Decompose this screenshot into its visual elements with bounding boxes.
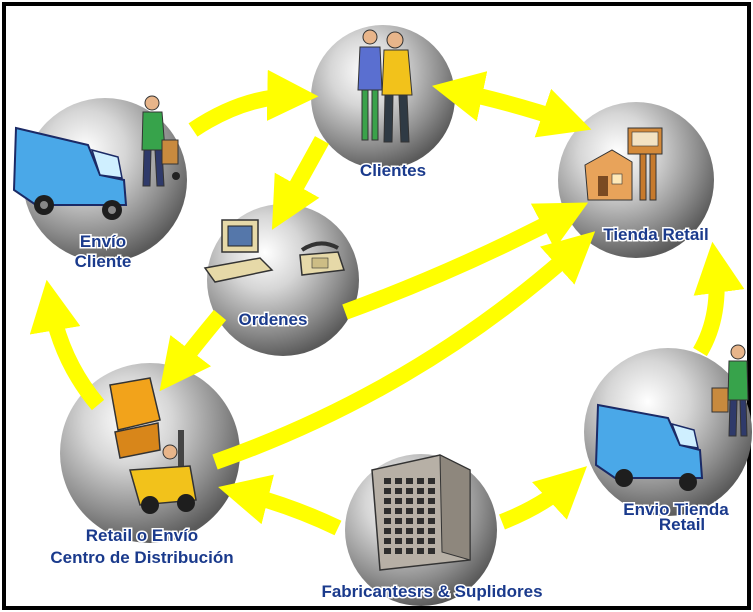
arrow-clientes-ordenes xyxy=(271,136,330,230)
building-window xyxy=(395,548,402,554)
computer-phone-icon xyxy=(203,219,346,283)
delivery-truck-icon xyxy=(12,126,128,220)
sphere-clientes xyxy=(311,25,455,169)
building-window xyxy=(384,498,391,504)
building-window xyxy=(417,478,424,484)
building-window xyxy=(384,528,391,534)
building-window xyxy=(384,508,391,514)
building-window xyxy=(384,488,391,494)
label-fabricantes: Fabricantesrs & Suplidores xyxy=(321,582,542,601)
building-window xyxy=(406,518,413,524)
building-window xyxy=(428,488,435,494)
arrow-clientes-tienda xyxy=(431,71,592,138)
arrow-centro-tienda xyxy=(212,231,596,470)
arrow-fabricantes-envio-tienda xyxy=(499,466,588,530)
building-window xyxy=(428,478,435,484)
building-window xyxy=(417,498,424,504)
building-window xyxy=(406,508,413,514)
building-window xyxy=(417,518,424,524)
building-window xyxy=(384,548,391,554)
building-window xyxy=(406,528,413,534)
building-window xyxy=(395,528,402,534)
arrow-envio-tienda-to-tienda xyxy=(693,241,745,357)
building-window xyxy=(428,548,435,554)
building-window xyxy=(417,538,424,544)
arrow-ordenes-centro xyxy=(159,309,227,392)
building-window xyxy=(406,548,413,554)
label-ordenes: Ordenes xyxy=(239,310,308,329)
label-envio-cliente-line2: Cliente xyxy=(75,252,132,271)
label-envio-tienda-line2: Retail xyxy=(659,515,705,534)
building-window xyxy=(417,548,424,554)
building-window xyxy=(384,478,391,484)
arrow-centro-envio-cliente xyxy=(29,279,105,411)
building-window xyxy=(428,498,435,504)
building-window xyxy=(428,508,435,514)
people-icon xyxy=(357,29,413,143)
label-centro-line2: Centro de Distribución xyxy=(50,548,233,567)
label-centro-line1: Retail o Envío xyxy=(86,526,198,545)
flow-arrows xyxy=(29,69,745,536)
factory-building-icon xyxy=(371,454,471,571)
building-window xyxy=(395,498,402,504)
arrow-fabricantes-centro xyxy=(218,474,342,536)
label-envio-cliente-line1: Envío xyxy=(80,232,126,251)
building-window xyxy=(395,508,402,514)
arrow-ordenes-tienda xyxy=(342,202,589,320)
building-window xyxy=(417,528,424,534)
building-window xyxy=(428,518,435,524)
store-icon xyxy=(584,127,663,201)
sphere-tienda-retail xyxy=(558,102,714,258)
building-window xyxy=(428,528,435,534)
label-envio-tienda-line1: Envio Tienda xyxy=(623,500,729,519)
worker-icon xyxy=(141,95,180,187)
building-window xyxy=(417,488,424,494)
arrow-envio-to-clientes xyxy=(188,69,319,137)
building-window xyxy=(384,538,391,544)
building-window xyxy=(395,518,402,524)
retail-delivery-truck-icon xyxy=(594,344,749,491)
building-window xyxy=(417,508,424,514)
building-window xyxy=(384,518,391,524)
building-window xyxy=(406,538,413,544)
building-window xyxy=(428,538,435,544)
forklift-icon xyxy=(109,377,197,514)
building-window xyxy=(406,498,413,504)
label-clientes: Clientes xyxy=(360,161,426,180)
label-tienda-retail: Tienda Retail xyxy=(603,225,709,244)
building-window xyxy=(406,488,413,494)
building-window xyxy=(395,538,402,544)
building-window xyxy=(406,478,413,484)
node-labels: Clientes Tienda Retail Envío Cliente Ord… xyxy=(49,160,731,603)
building-window xyxy=(395,488,402,494)
building-window xyxy=(395,478,402,484)
